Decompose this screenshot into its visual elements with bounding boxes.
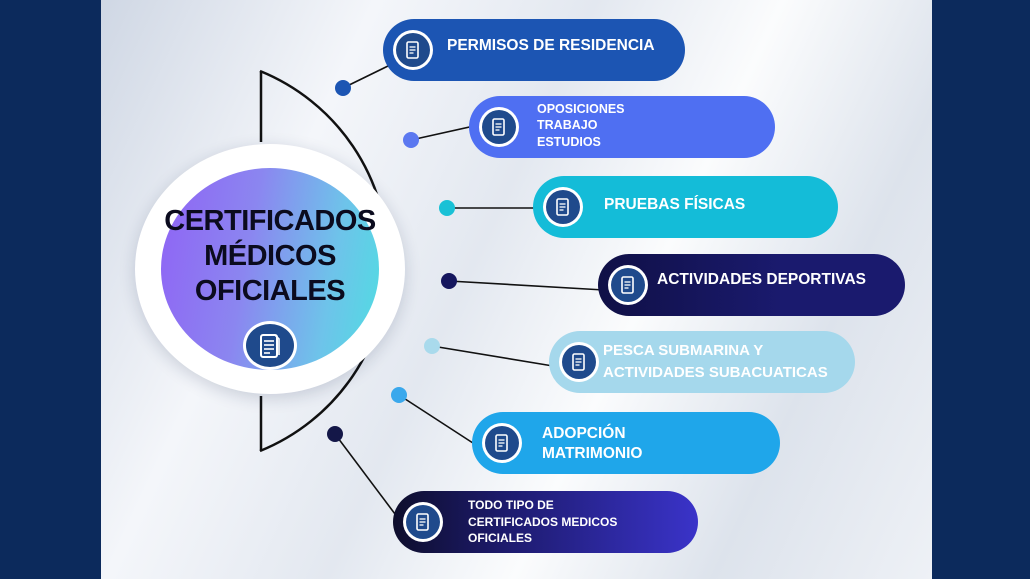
- connector-dot-3: [439, 200, 455, 216]
- spoke-4: [448, 280, 605, 291]
- spoke-2: [410, 125, 475, 141]
- document-icon: [403, 502, 443, 542]
- item-label-line: MATRIMONIO: [542, 445, 643, 463]
- left-border-band: [0, 0, 101, 579]
- item-label-line: OFICIALES: [468, 531, 533, 546]
- item-label-line: PRUEBAS FÍSICAS: [604, 196, 746, 213]
- connector-dot-4: [441, 273, 457, 289]
- item-label-line: PERMISOS DE RESIDENCIA: [447, 37, 655, 54]
- document-icon: [543, 187, 583, 227]
- connector-dot-6: [391, 387, 407, 403]
- document-icon: [608, 265, 648, 305]
- document-icon: [393, 30, 433, 70]
- document-icon: [479, 107, 519, 147]
- item-pesca-submarina: PESCA SUBMARINA Y ACTIVIDADES SUBACUATIC…: [549, 331, 855, 393]
- item-label-line: ESTUDIOS: [537, 134, 601, 149]
- item-label-line: TRABAJO: [537, 118, 598, 133]
- spoke-lines: [334, 65, 605, 519]
- document-icon: [482, 423, 522, 463]
- item-label-line: ACTIVIDADES DEPORTIVAS: [657, 271, 866, 288]
- spoke-7: [334, 433, 399, 519]
- item-adopcion-matrimonio: ADOPCIÓN MATRIMONIO: [472, 412, 780, 474]
- item-actividades-deportivas: ACTIVIDADES DEPORTIVAS: [598, 254, 905, 316]
- center-hub-gradient: CERTIFICADOS MÉDICOS OFICIALES: [161, 168, 379, 370]
- connector-dot-1: [335, 80, 351, 96]
- document-icon: [559, 342, 599, 382]
- item-label-line: OPOSICIONES: [537, 102, 625, 116]
- spoke-6: [398, 394, 477, 446]
- item-label-line: ADOPCIÓN: [542, 425, 626, 442]
- document-icon: [243, 321, 297, 370]
- spoke-5: [431, 345, 554, 367]
- connector-dot-2: [403, 132, 419, 148]
- connector-dot-7: [327, 426, 343, 442]
- item-label-line: TODO TIPO DE: [468, 498, 554, 512]
- center-hub: CERTIFICADOS MÉDICOS OFICIALES: [135, 144, 405, 394]
- connector-dot-5: [424, 338, 440, 354]
- item-oposiciones-trabajo-estudios: OPOSICIONES TRABAJO ESTUDIOS: [469, 96, 775, 158]
- item-label-line: ACTIVIDADES SUBACUATICAS: [603, 363, 828, 381]
- item-pruebas-fisicas: PRUEBAS FÍSICAS: [533, 176, 838, 238]
- center-title-line-3: OFICIALES: [194, 275, 346, 307]
- center-title: CERTIFICADOS MÉDICOS OFICIALES: [164, 204, 376, 309]
- center-title-line-1: CERTIFICADOS: [164, 205, 376, 237]
- item-label-line: PESCA SUBMARINA Y: [603, 342, 764, 359]
- right-border-band: [932, 0, 1030, 579]
- item-label-line: CERTIFICADOS MEDICOS: [468, 514, 618, 529]
- item-permisos-de-residencia: PERMISOS DE RESIDENCIA: [383, 19, 685, 81]
- center-title-line-2: MÉDICOS: [204, 240, 336, 272]
- item-todo-tipo-de-certificados: TODO TIPO DE CERTIFICADOS MEDICOS OFICIA…: [393, 491, 698, 553]
